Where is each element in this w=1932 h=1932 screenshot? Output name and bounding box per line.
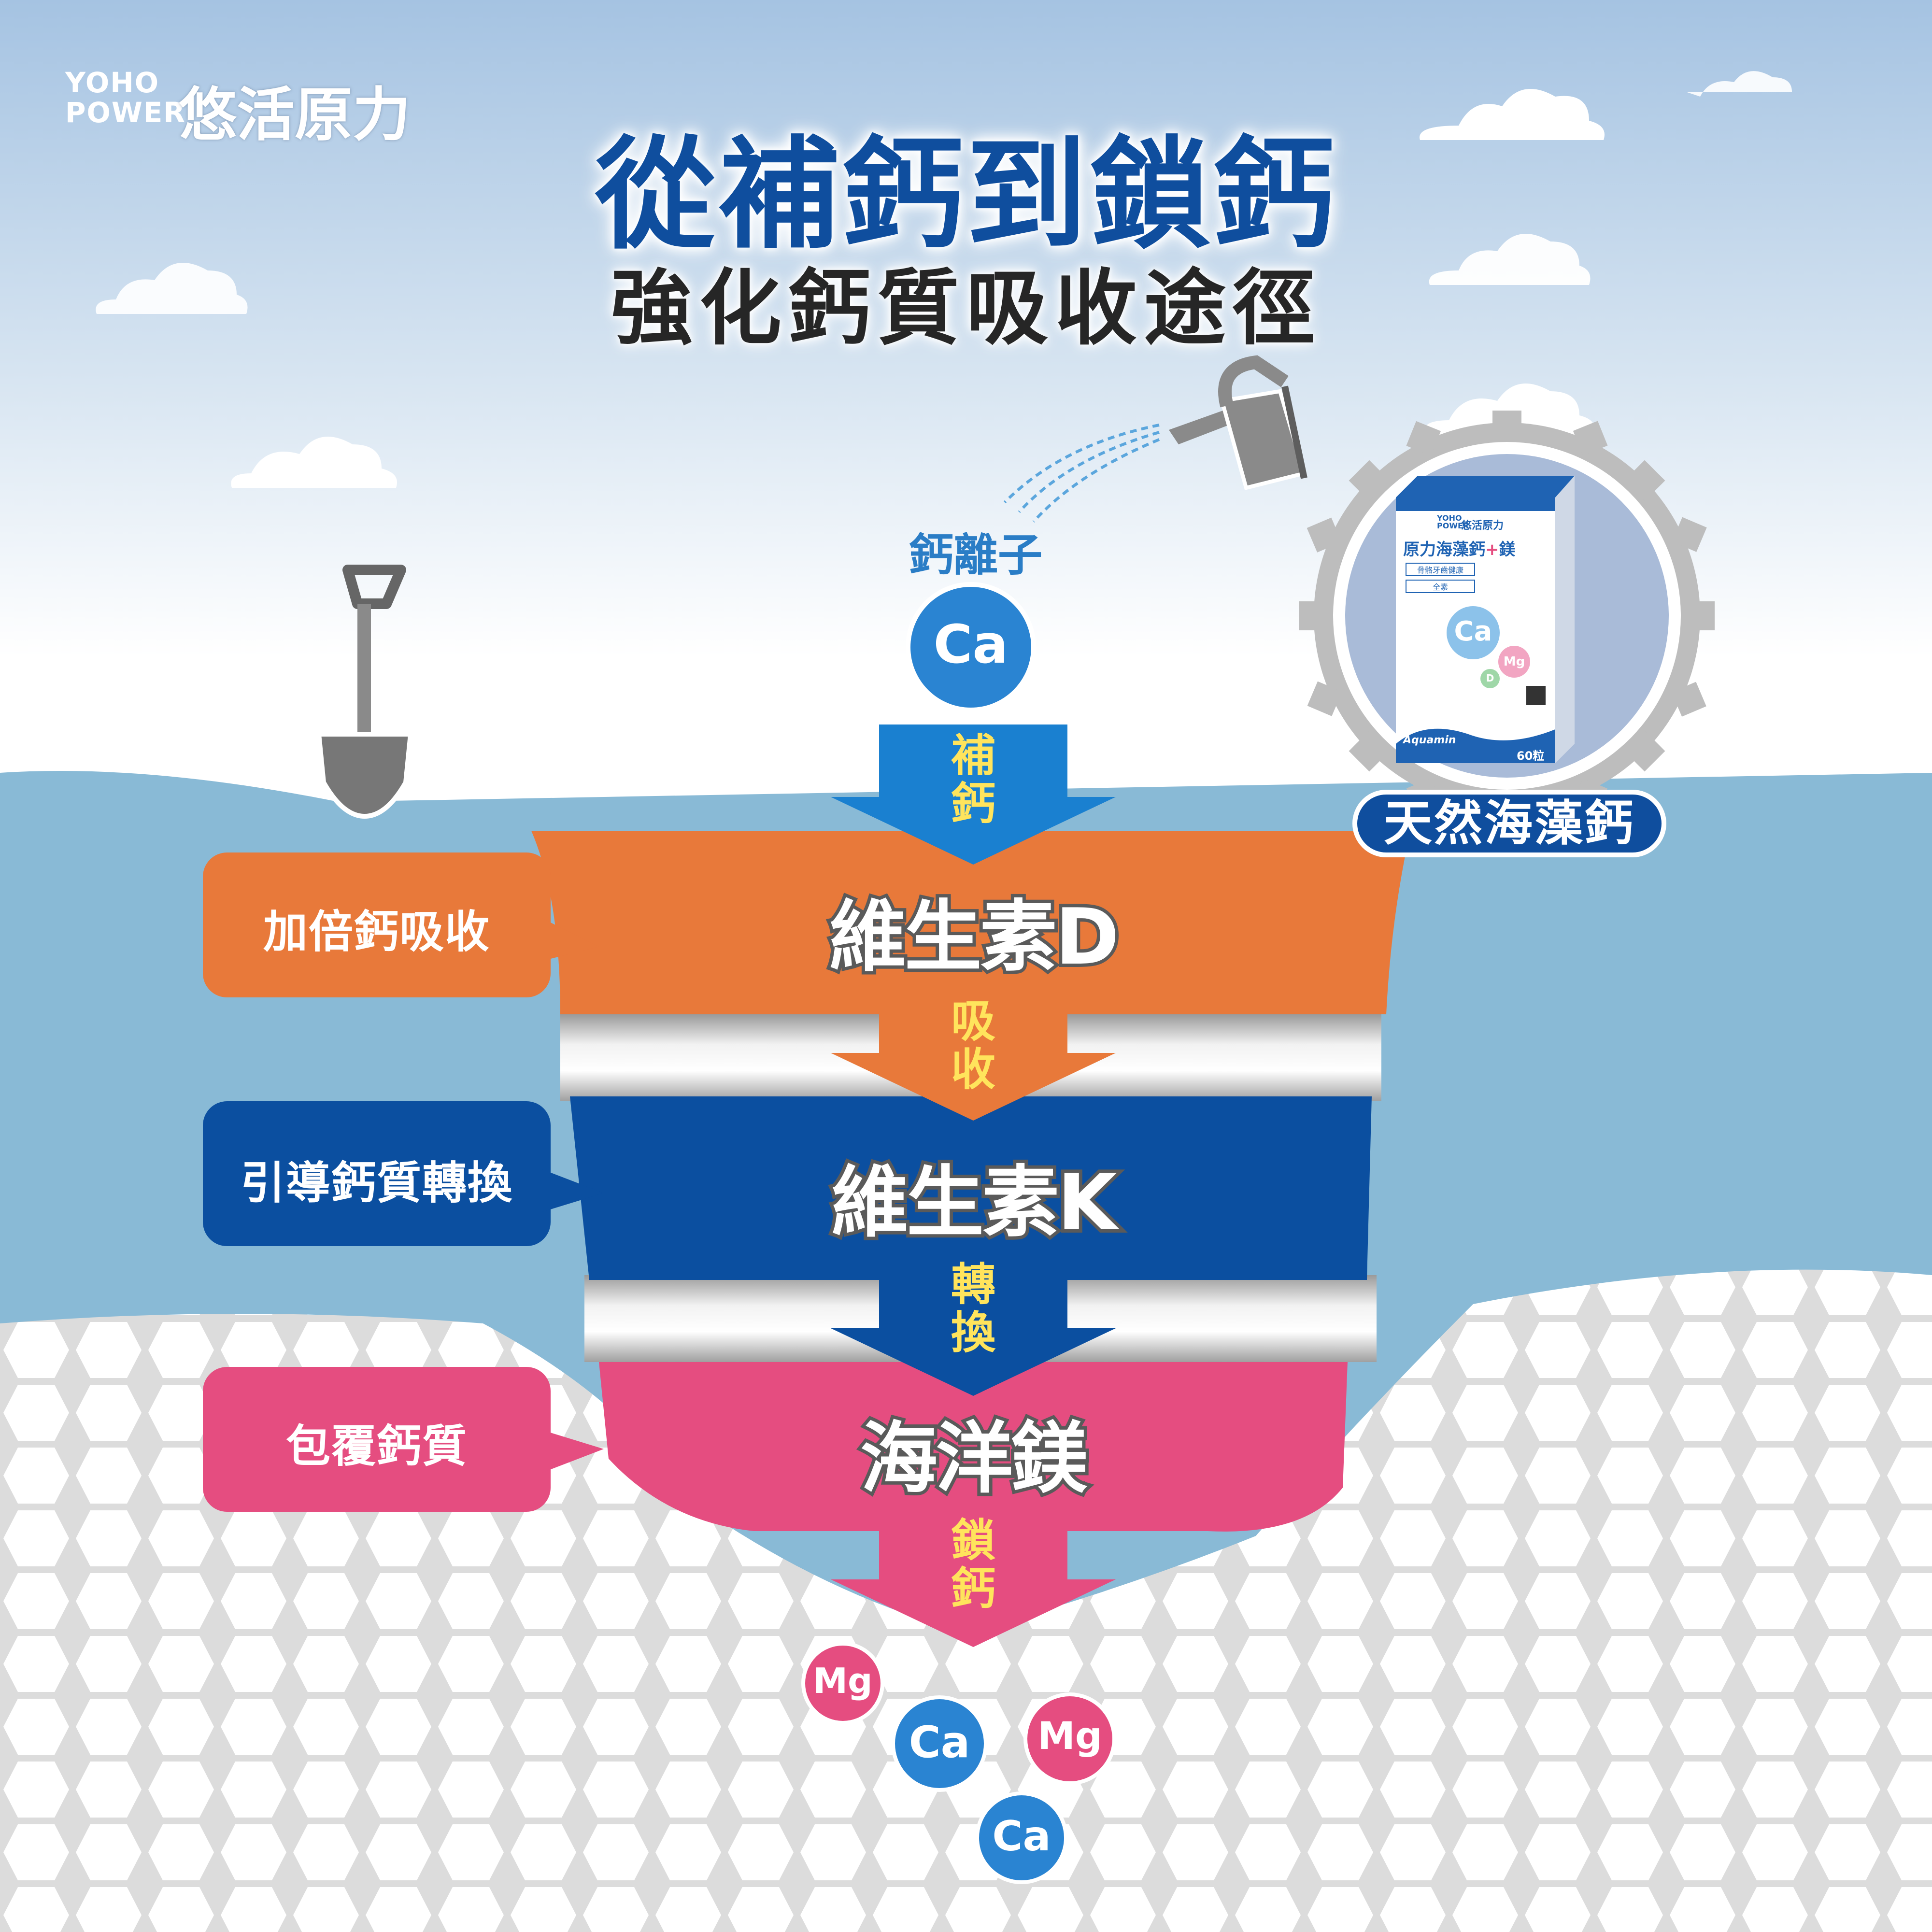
ion-circle <box>891 1695 988 1792</box>
calcium-ion-label: 鈣離子 <box>909 529 1042 581</box>
layer-vitamin-k-band <box>570 1096 1372 1280</box>
arrow-label-absorb: 吸收 <box>951 995 995 1095</box>
product-box <box>1396 476 1575 763</box>
side-bubble-blue <box>203 1101 604 1246</box>
brand-logo: YOHO POWER <box>65 68 186 128</box>
box-d-text: D <box>1486 672 1494 684</box>
box-product-name: 原力海藻鈣+鎂 <box>1403 540 1516 559</box>
layer-title-vitamin-d: 維生素D <box>826 888 1123 985</box>
box-brand-name: 悠活原力 <box>1461 520 1504 532</box>
brand-name: 悠活原力 <box>179 82 411 149</box>
box-count-text: 60粒 <box>1517 749 1545 763</box>
arrow-label-supplement: 補鈣 <box>951 730 995 830</box>
ion-top-text: Ca <box>933 613 1009 675</box>
ion-text: Mg <box>813 1661 873 1701</box>
arrow-convert <box>831 1270 1116 1396</box>
brand-logo-line2: POWER <box>65 96 186 129</box>
layer-vitamin-d-band <box>531 831 1410 1014</box>
box-tag: 全素 <box>1406 580 1475 593</box>
side-bubble-pink <box>203 1367 604 1512</box>
product-badge: 天然海藻鈣 <box>1352 790 1666 857</box>
ion-circle <box>1023 1692 1116 1785</box>
cloud-decoration <box>96 71 1792 488</box>
arrow-absorb <box>831 1005 1116 1121</box>
ion-circle-top <box>906 582 1036 712</box>
watering-can-icon <box>1003 355 1307 523</box>
side-label-coat: 包覆鈣質 <box>285 1421 468 1472</box>
layer-magnesium-band <box>599 1362 1348 1532</box>
page-subtitle: 強化鈣質吸收途徑 <box>610 261 1321 356</box>
box-mg-text: Mg <box>1503 654 1525 669</box>
arrow-lock <box>831 1521 1116 1647</box>
layer-title-vitamin-k: 維生素K <box>828 1154 1121 1251</box>
arrow-label-lock: 鎖鈣 <box>951 1515 995 1615</box>
box-aquamin-text: Aquamin <box>1403 734 1456 746</box>
layer-title-magnesium: 海洋鎂 <box>857 1410 1092 1507</box>
page-title: 從補鈣到鎖鈣 <box>595 125 1337 265</box>
arrow-supplement <box>831 724 1116 865</box>
box-ca-text: Ca <box>1454 616 1492 647</box>
brand-logo-line1: YOHO <box>65 66 160 99</box>
side-label-convert: 引導鈣質轉換 <box>240 1157 513 1209</box>
side-bubble-orange <box>203 852 599 997</box>
side-label-absorb: 加倍鈣吸收 <box>263 906 490 958</box>
arrow-label-convert: 轉換 <box>951 1259 995 1359</box>
shovel-icon <box>316 565 413 819</box>
ion-text: Ca <box>909 1717 970 1768</box>
ion-circle <box>975 1791 1068 1884</box>
ion-circle <box>801 1642 884 1725</box>
box-tag: 骨骼牙齒健康 <box>1406 563 1475 576</box>
ion-text: Ca <box>992 1812 1051 1861</box>
ion-text: Mg <box>1037 1715 1102 1758</box>
